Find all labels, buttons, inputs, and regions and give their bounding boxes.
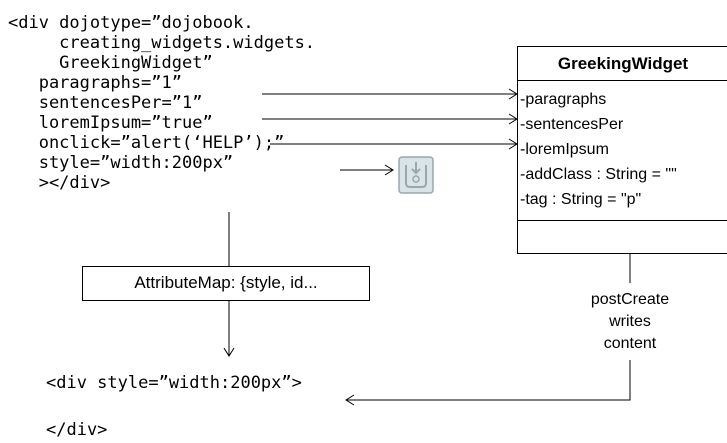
markup-line: style=”width:200px”: [8, 153, 234, 173]
markup-line: paragraphs=”1”: [8, 73, 182, 93]
uml-class-box: GreekingWidget -paragraphs -sentencesPer…: [517, 46, 727, 254]
uml-attribute-list: -paragraphs -sentencesPer -loremIpsum -a…: [518, 81, 727, 221]
markup-line: loremIpsum=”true”: [8, 113, 213, 133]
arrow-attributemap-to-output: [223, 301, 235, 357]
uml-attribute: -sentencesPer: [520, 116, 624, 133]
widget-markup-code: <div dojotype=”dojobook. creating_widget…: [8, 13, 315, 193]
click-action-icon: [398, 156, 434, 194]
markup-line: creating_widgets.widgets.: [8, 33, 316, 53]
uml-attribute: -loremIpsum: [520, 141, 609, 158]
postcreate-line: writes: [609, 313, 651, 330]
markup-line: sentencesPer=”1”: [8, 93, 203, 113]
postcreate-line: postCreate: [590, 291, 670, 308]
uml-class-name: GreekingWidget: [518, 47, 727, 81]
attribute-map-box: AttributeMap: {style, id...: [82, 266, 370, 301]
markup-line: ></div>: [8, 173, 111, 193]
uml-attribute: -addClass : String = "": [520, 166, 677, 183]
markup-line: onclick=”alert(‘HELP’);”: [8, 133, 285, 153]
uml-attribute: -paragraphs: [520, 91, 607, 108]
markup-line: <div dojotype=”dojobook.: [8, 13, 254, 33]
markup-line: GreekingWidget”: [8, 53, 213, 73]
postcreate-note: postCreate writes content: [560, 289, 700, 355]
uml-attribute: -tag : String = "p": [520, 191, 642, 208]
arrow-onclick: [340, 164, 394, 176]
output-open-tag: <div style=”width:200px”>: [46, 373, 302, 393]
output-close-tag: </div>: [46, 420, 108, 440]
postcreate-line: content: [603, 335, 657, 352]
arrow-postcreate-to-output: [345, 360, 631, 406]
